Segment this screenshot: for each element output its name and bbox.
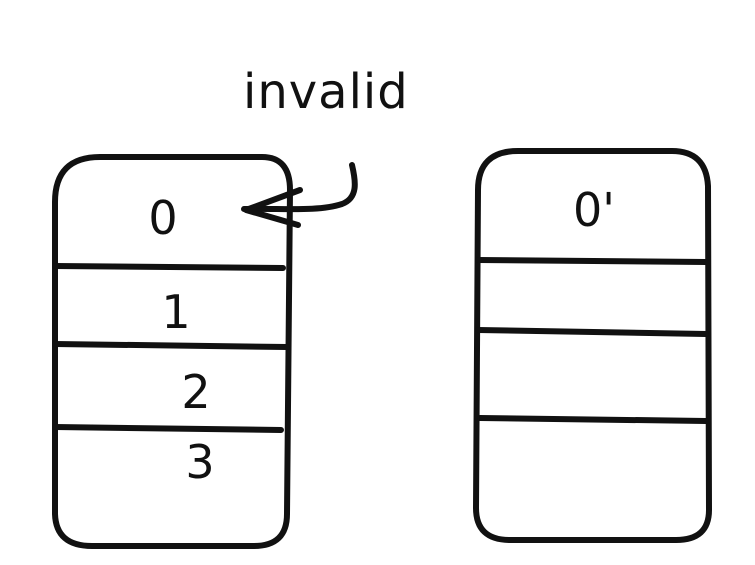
left-block-outline [52,154,293,549]
left-cell-1-label: 1 [161,285,190,339]
left-cell-2-label: 2 [181,365,210,419]
annotation-arrow [241,162,358,228]
left-divider-1 [52,263,286,271]
right-block: 0' [473,148,712,543]
right-divider-2 [475,327,709,337]
left-divider-3 [52,424,284,433]
left-cell-3-label: 3 [185,435,214,489]
right-block-outline [473,148,712,543]
right-divider-1 [475,257,709,265]
left-cell-0-label: 0 [148,191,177,245]
arrow-shaft [241,162,358,213]
invalid-annotation: invalid [243,64,409,120]
left-divider-2 [52,341,290,350]
right-cell-0-label: 0' [573,183,615,237]
right-divider-3 [477,415,709,424]
left-block: 0 1 2 3 [52,154,293,549]
arrow-head [243,187,303,228]
